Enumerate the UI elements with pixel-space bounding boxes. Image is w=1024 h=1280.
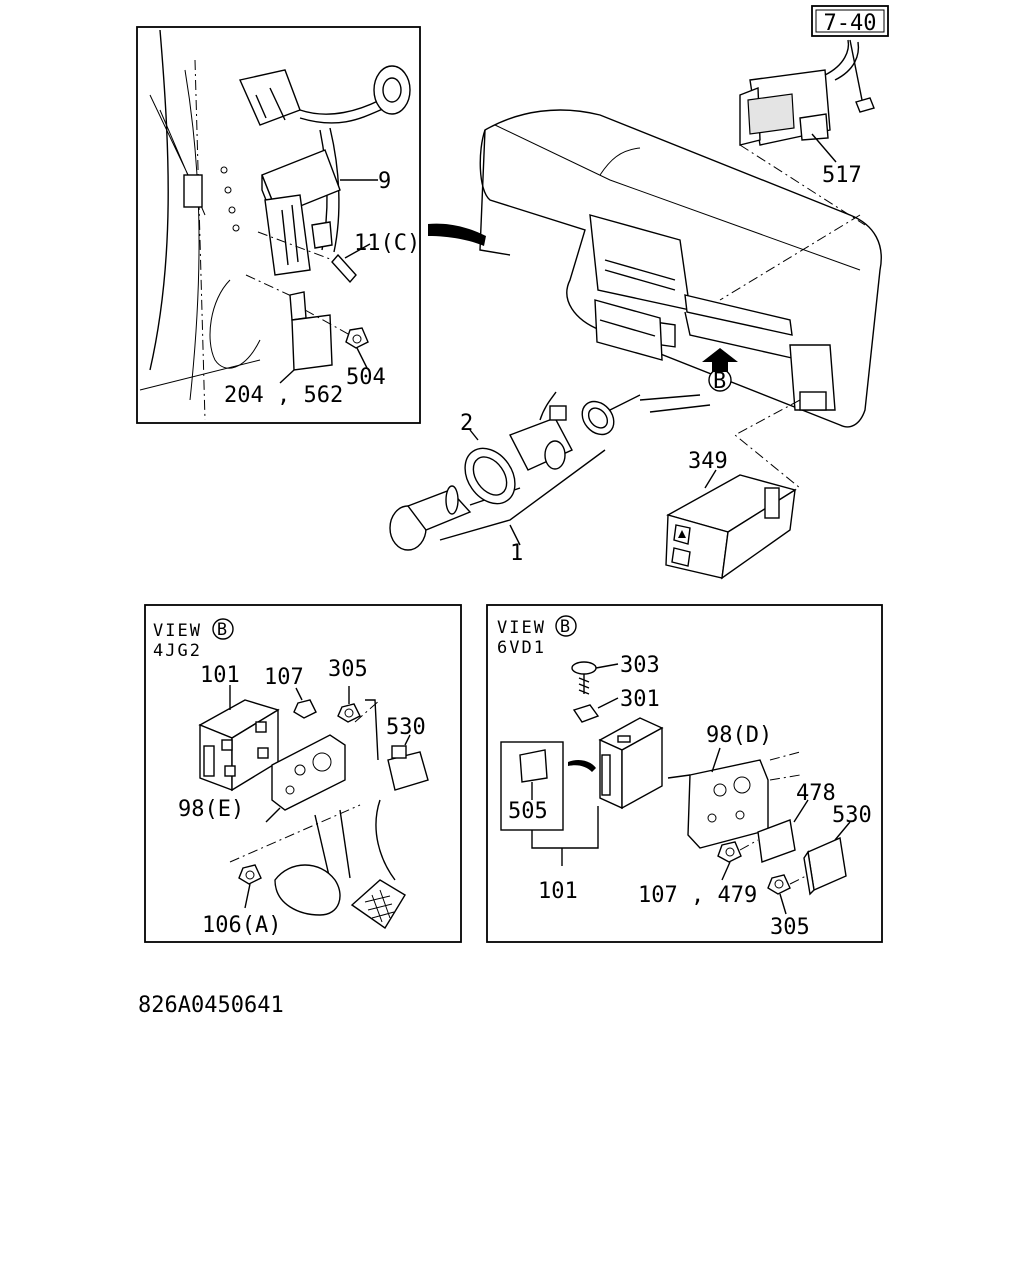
page-ref-box[interactable]: 7-40 — [811, 5, 889, 37]
view-b-arrow — [702, 348, 738, 372]
view-marker-b: B — [713, 369, 726, 394]
callout-305-4jg2: 305 — [328, 657, 368, 682]
part-349-switch: 349 — [665, 449, 797, 580]
callout-98e: 98(E) — [178, 797, 244, 822]
callout-107-4jg2: 107 — [264, 665, 304, 690]
callout-1: 1 — [510, 541, 523, 566]
callout-107-479: 107 , 479 — [638, 883, 757, 908]
callout-505: 505 — [508, 799, 548, 824]
callout-305-6vd1: 305 — [770, 915, 810, 940]
inset-pointer-arrow — [428, 223, 486, 246]
view-label-6vd1: VIEW — [497, 618, 546, 638]
callout-478: 478 — [796, 781, 836, 806]
callout-101-4jg2: 101 — [200, 663, 240, 688]
diagram-code: 826A0450641 — [138, 993, 284, 1018]
view-marker-4jg2: B — [217, 620, 229, 640]
engine-label-4jg2: 4JG2 — [153, 641, 202, 661]
instrument-panel: B — [479, 109, 882, 428]
view-label-4jg2: VIEW — [153, 621, 202, 641]
part-1-2-assembly: 2 1 — [389, 391, 641, 566]
callout-301: 301 — [620, 687, 660, 712]
callout-530-6vd1: 530 — [832, 803, 872, 828]
callout-530-4jg2: 530 — [386, 715, 426, 740]
page-ref-label: 7-40 — [824, 11, 877, 36]
view-marker-6vd1: B — [560, 617, 572, 637]
callout-101-6vd1: 101 — [538, 879, 578, 904]
callout-98d: 98(D) — [706, 723, 772, 748]
callout-349: 349 — [688, 449, 728, 474]
callout-303: 303 — [620, 653, 660, 678]
view-b-6vd1-panel: VIEW B 6VD1 — [486, 604, 883, 943]
inset-panel-bcm-mount: 9 11(C) 204 , 562 504 — [136, 26, 421, 424]
view-b-4jg2-panel: VIEW B 4JG2 — [144, 604, 462, 943]
callout-106a: 106(A) — [202, 913, 281, 938]
part-517-module: 517 — [739, 39, 875, 188]
callout-504: 504 — [346, 365, 386, 390]
engine-label-6vd1: 6VD1 — [497, 638, 546, 658]
callout-204-562: 204 , 562 — [224, 383, 343, 408]
callout-517: 517 — [822, 163, 862, 188]
callout-11c: 11(C) — [354, 231, 420, 256]
callout-9: 9 — [378, 169, 391, 194]
callout-2: 2 — [460, 411, 473, 436]
